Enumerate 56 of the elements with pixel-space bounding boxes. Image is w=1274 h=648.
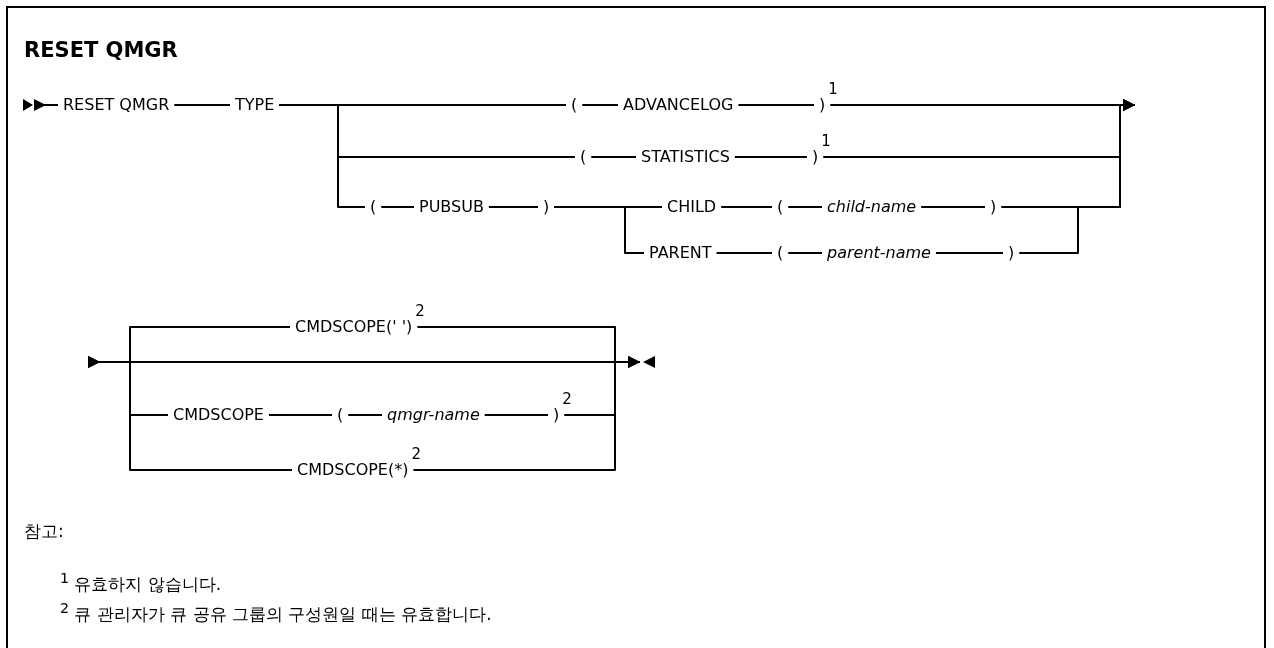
parenthesis: ( — [337, 405, 344, 424]
connector-line — [173, 104, 231, 106]
connector-line — [412, 356, 641, 471]
parenthesis: ( — [777, 243, 784, 262]
notes-heading: 참고: — [24, 520, 64, 543]
footnote-number: 2 — [562, 389, 572, 409]
connector-line — [487, 206, 539, 208]
footnote: $^{1}$ 유효하지 않습니다. — [60, 570, 222, 596]
keyword: STATISTICS — [641, 147, 730, 166]
parenthesis: ) — [1008, 243, 1015, 262]
parenthesis: ) — [812, 147, 819, 166]
connector-line — [347, 414, 383, 416]
keyword: PARENT — [649, 243, 712, 262]
footnote: $^{2}$ 큐 관리자가 큐 공유 그룹의 구성원일 때는 유효합니다. — [60, 600, 492, 626]
parenthesis: ) — [990, 197, 997, 216]
connector-line — [1018, 99, 1136, 254]
connector-line — [33, 99, 59, 111]
variable-name: child-name — [827, 197, 917, 216]
connector-line — [787, 206, 823, 208]
connector-line — [553, 206, 645, 254]
keyword: CMDSCOPE(' ') — [295, 317, 413, 336]
keyword: TYPE — [235, 95, 275, 114]
connector-line — [787, 252, 823, 254]
connector-line — [737, 104, 815, 106]
connector-line — [278, 104, 366, 208]
connector-line — [920, 206, 986, 208]
keyword: RESET QMGR — [63, 95, 170, 114]
parenthesis: ( — [580, 147, 587, 166]
keyword: ADVANCELOG — [623, 95, 734, 114]
connector-line — [733, 156, 808, 158]
footnote-number: 2 — [411, 444, 421, 464]
footnote-number: 1 — [828, 79, 838, 99]
connector-line — [268, 414, 333, 416]
keyword: CMDSCOPE(*) — [297, 460, 409, 479]
parenthesis: ( — [571, 95, 578, 114]
connector-line — [87, 356, 293, 471]
connector-line — [715, 252, 773, 254]
variable-name: parent-name — [827, 243, 931, 262]
keyword: PUBSUB — [419, 197, 484, 216]
connector-line — [934, 252, 1004, 254]
connector-line — [483, 414, 549, 416]
parenthesis: ) — [819, 95, 826, 114]
variable-name: qmgr-name — [387, 405, 480, 424]
connector-line — [590, 156, 637, 158]
connector-line — [720, 206, 773, 208]
parenthesis: ) — [543, 197, 550, 216]
parenthesis: ) — [553, 405, 560, 424]
parenthesis: ( — [777, 197, 784, 216]
connector-line — [380, 206, 415, 208]
connector-line — [581, 104, 619, 106]
diagram-title: RESET QMGR — [24, 38, 178, 62]
footnote-number: 2 — [415, 301, 425, 321]
keyword: CMDSCOPE — [173, 405, 264, 424]
parenthesis: ( — [370, 197, 377, 216]
footnote-number: 1 — [821, 131, 831, 151]
keyword: CHILD — [667, 197, 717, 216]
